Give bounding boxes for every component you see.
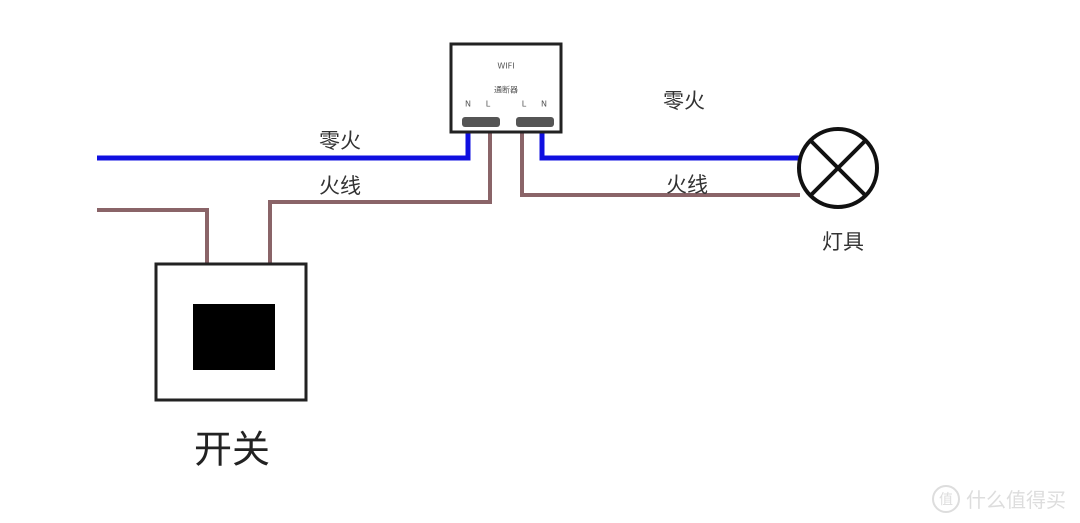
label-switch: 开关 xyxy=(193,427,271,472)
live-wire-right xyxy=(520,124,800,197)
watermark-logo-icon: 值 xyxy=(932,484,960,513)
watermark-text: 什么值得买 xyxy=(966,488,1066,512)
lamp-icon xyxy=(797,127,879,209)
label-left-live: 火线 xyxy=(319,174,361,198)
live-wire-input xyxy=(97,208,209,263)
terminal-n-left: N xyxy=(465,99,471,109)
device-label-wifi: WIFI xyxy=(497,61,515,71)
terminal-block-left xyxy=(462,117,500,127)
live-wire-switch-to-device xyxy=(268,124,492,263)
neutral-wire-left xyxy=(97,124,471,161)
label-right-live: 火线 xyxy=(666,173,708,197)
terminal-n-right: N xyxy=(541,99,547,109)
terminal-l-left: L xyxy=(485,99,491,109)
switch-rocker xyxy=(193,304,275,370)
device-label-name: 通断器 xyxy=(494,85,518,95)
label-lamp: 灯具 xyxy=(822,230,864,254)
terminal-l-right: L xyxy=(521,99,527,109)
neutral-wire-right xyxy=(539,124,800,161)
label-left-neutral: 零火 xyxy=(319,129,361,153)
label-right-neutral: 零火 xyxy=(663,89,705,113)
terminal-block-right xyxy=(516,117,554,127)
watermark: 值 什么值得买 xyxy=(932,484,1066,513)
